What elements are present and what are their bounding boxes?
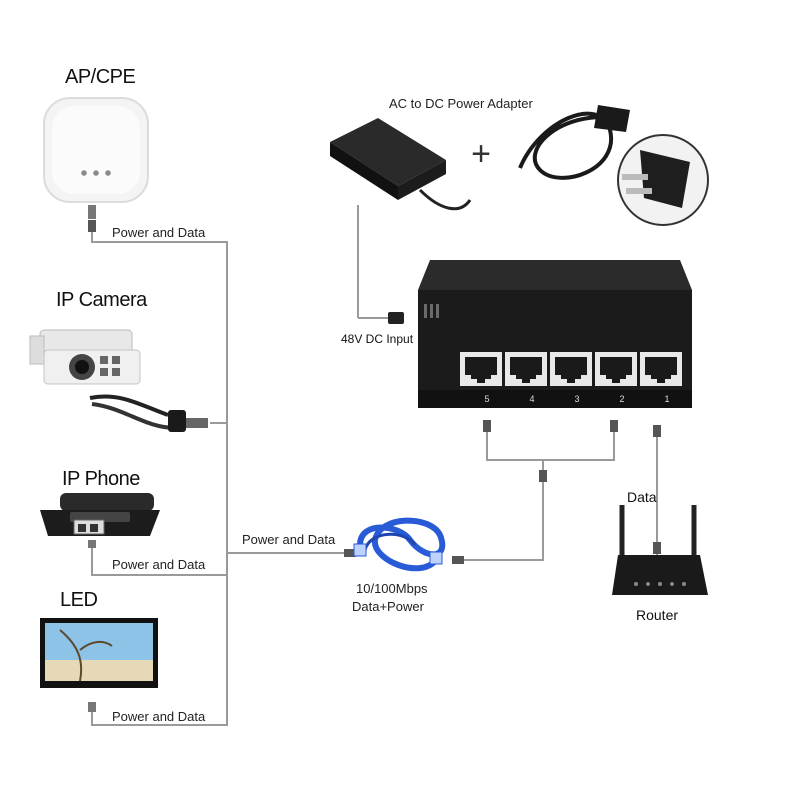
led-monitor-device [40,618,158,712]
ip-phone-device [40,493,160,548]
power-cord-device [518,105,709,226]
cable-speed-label: 10/100Mbps [356,581,428,596]
switch-port-group [460,352,682,386]
dc-input-label: 48V DC Input [341,332,414,346]
switch-port-number: 2 [619,394,624,404]
ip-phone-label: IP Phone [62,468,140,490]
led-link-label: Power and Data [112,709,206,724]
switch-port-number: 4 [529,394,534,404]
adapter-label: AC to DC Power Adapter [389,96,533,111]
switch-port-number: 1 [664,394,669,404]
trunk-link-label: Power and Data [242,532,336,547]
left-wiring [91,222,344,726]
switch-port-socket [510,357,542,383]
switch-port-number: 5 [484,394,489,404]
ip-camera-device [29,329,208,432]
ap-link-label: Power and Data [112,225,206,240]
switch-port-number: 3 [574,394,579,404]
wire-connectors [88,220,661,564]
led-label: LED [60,589,98,611]
ap-cpe-label: AP/CPE [65,66,136,88]
switch-port-number-group: 5 4 3 2 1 [484,394,669,404]
ip-camera-label: IP Camera [56,289,147,311]
router-label: Router [636,607,679,623]
plus-sign: + [471,135,491,173]
router-link-label: Data [627,489,657,505]
cable-mode-label: Data+Power [352,599,424,614]
phone-link-label: Power and Data [112,557,206,572]
switch-port-socket [465,357,497,383]
switch-port-socket [645,357,677,383]
switch-port-socket [555,357,587,383]
ethernet-cable-device [353,517,446,572]
switch-port-socket [600,357,632,383]
power-adapter-device [330,118,472,324]
router-device [612,505,708,595]
switch-wiring [458,422,658,561]
ap-cpe-device [43,97,149,219]
